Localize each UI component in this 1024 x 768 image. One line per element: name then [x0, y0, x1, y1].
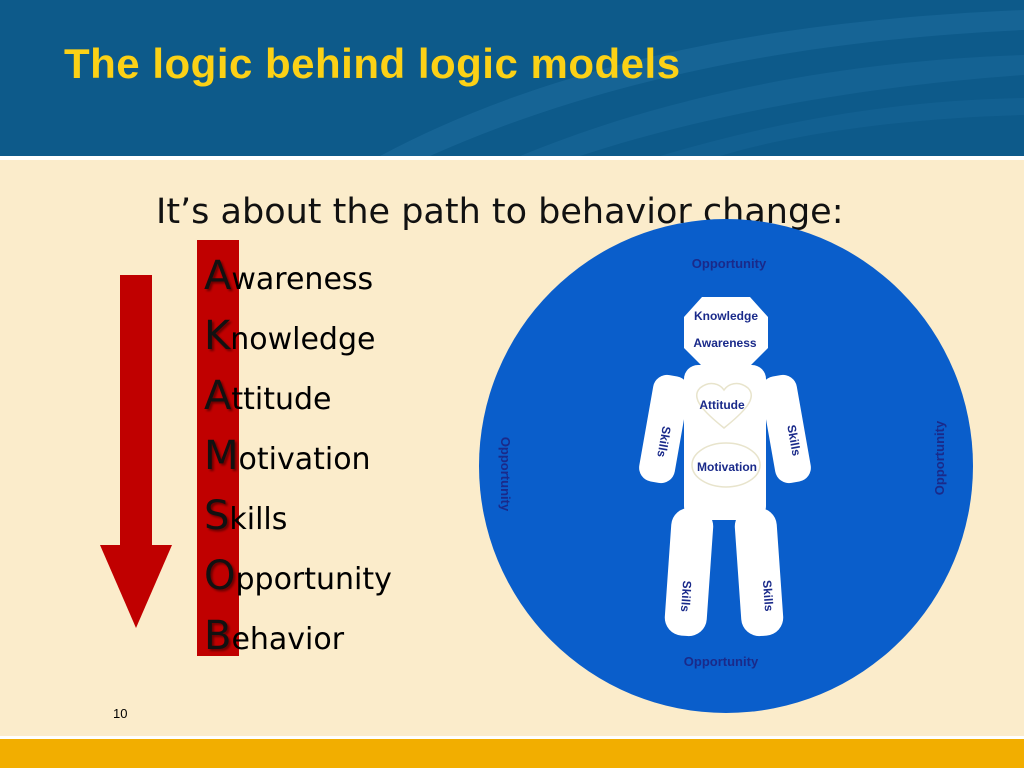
label-opportunity-top: Opportunity	[692, 256, 767, 271]
footer-divider	[0, 736, 1024, 739]
header-swoosh-decoration	[380, 0, 1024, 156]
acronym-item-behavior: Behavior	[204, 606, 392, 666]
label-motivation: Motivation	[697, 460, 757, 474]
acronym-word: kills	[229, 502, 288, 537]
acronym-list: Awareness Knowledge Attitude Motivation …	[204, 246, 392, 666]
header-band: The logic behind logic models	[0, 0, 1024, 156]
acronym-item-attitude: Attitude	[204, 366, 392, 426]
label-opportunity-left: Opportunity	[498, 437, 513, 512]
acronym-item-awareness: Awareness	[204, 246, 392, 306]
acronym-letter: S	[204, 493, 230, 539]
figure-left-leg	[664, 507, 714, 637]
acronym-letter: K	[204, 313, 231, 359]
acronym-item-knowledge: Knowledge	[204, 306, 392, 366]
label-knowledge: Knowledge	[694, 309, 758, 323]
label-skills-left-arm: Skills	[654, 425, 673, 459]
figure-head	[684, 297, 768, 368]
acronym-highlight-bar	[197, 240, 239, 656]
down-arrow-icon	[100, 275, 172, 628]
label-skills-right-leg: Skills	[760, 580, 776, 613]
acronym-letter: O	[204, 553, 236, 599]
label-skills-right-arm: Skills	[784, 424, 803, 458]
acronym-word: pportunity	[235, 562, 392, 597]
label-awareness: Awareness	[693, 336, 756, 350]
slide-title: The logic behind logic models	[64, 40, 681, 87]
acronym-word: nowledge	[230, 322, 376, 357]
acronym-word: otivation	[238, 442, 371, 477]
figure-right-leg	[734, 507, 784, 637]
label-skills-left-leg: Skills	[678, 580, 694, 613]
header-divider	[0, 156, 1024, 160]
acronym-word: wareness	[231, 262, 374, 297]
label-attitude: Attitude	[699, 398, 745, 412]
acronym-letter: A	[204, 253, 232, 299]
acronym-letter: B	[204, 613, 232, 659]
acronym-item-motivation: Motivation	[204, 426, 392, 486]
figure-left-arm	[639, 374, 689, 484]
figure-right-arm	[761, 374, 811, 484]
acronym-letter: M	[204, 433, 239, 479]
acronym-word: ehavior	[231, 622, 345, 657]
acronym-word: ttitude	[231, 382, 332, 417]
label-opportunity-bottom: Opportunity	[684, 654, 759, 669]
motivation-oval	[691, 442, 761, 488]
footer-band	[0, 739, 1024, 768]
acronym-letter: A	[204, 373, 232, 419]
acronym-item-opportunity: Opportunity	[204, 546, 392, 606]
human-figure	[639, 297, 811, 637]
heart-icon	[695, 382, 753, 429]
acronym-item-skills: Skills	[204, 486, 392, 546]
page-number: 10	[113, 706, 128, 721]
label-opportunity-right: Opportunity	[932, 420, 947, 495]
